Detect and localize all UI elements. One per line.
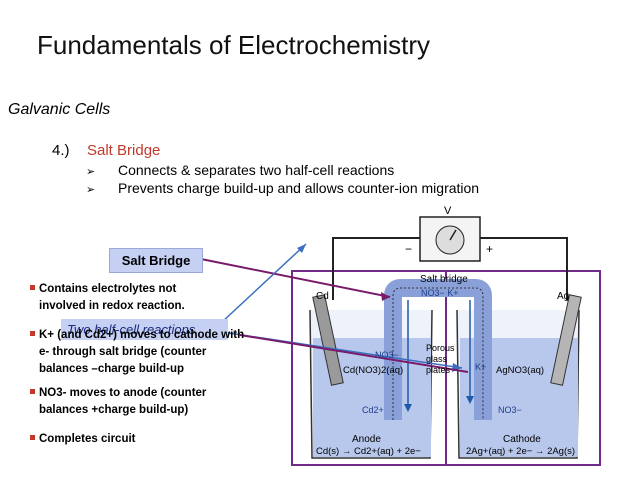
item-heading: Salt Bridge	[87, 142, 161, 159]
right-wire	[480, 237, 568, 300]
right-solution-label: AgNO3(aq)	[496, 365, 545, 376]
right-k-ion: K+	[475, 362, 487, 372]
slide-title: Fundamentals of Electrochemistry	[37, 30, 431, 60]
bullet-1: ➢ Connects & separates two half-cell reac…	[86, 162, 394, 178]
salt-bridge-diagram-label: Salt bridge	[420, 274, 468, 285]
square-bullet-icon	[30, 389, 35, 394]
salt-bridge-pointer	[200, 258, 391, 298]
k-pointer	[239, 334, 469, 373]
plus-terminal: +	[486, 242, 494, 256]
bullet-2: ➢ Prevents charge build-up and allows cou…	[86, 180, 479, 196]
k-arrowhead	[466, 396, 474, 404]
minus-terminal: −	[405, 242, 413, 256]
anode-reaction: Cd(s) → Cd2+(aq) + 2e−	[316, 446, 421, 457]
bullet-text: Prevents charge build-up and allows coun…	[118, 180, 480, 196]
note-completes-circuit: Completes circuit	[30, 431, 136, 448]
left-no3-ion: NO3−	[375, 350, 399, 360]
arrow-bullet-icon: ➢	[86, 184, 96, 196]
cd-label: Cd	[316, 291, 329, 302]
cd-electrode	[312, 294, 344, 386]
note-electrolytes: Contains electrolytes not involved in re…	[30, 281, 185, 315]
note-no3-migration: NO3- moves to anode (counter balances +c…	[30, 385, 206, 419]
cathode-label: Cathode	[503, 434, 541, 445]
item-number: 4.)	[52, 142, 70, 159]
left-wire	[332, 237, 420, 300]
voltmeter-label: V	[444, 205, 452, 217]
bullet-text: Connects & separates two half-cell react…	[118, 162, 395, 178]
ag-label: Ag	[557, 291, 570, 302]
ag-electrode	[550, 294, 582, 386]
cathode-reaction: 2Ag+(aq) + 2e− → 2Ag(s)	[466, 446, 576, 457]
voltmeter-needle	[449, 229, 457, 241]
salt-bridge-pointer-head	[381, 292, 390, 301]
section-subtitle: Galvanic Cells	[8, 101, 111, 118]
salt-bridge-outline	[392, 287, 484, 420]
arrow-bullet-icon: ➢	[86, 166, 96, 178]
note-k-migration: K+ (and Cd2+) moves to cathode with e- t…	[30, 327, 244, 378]
porous-label: Porous glass plates	[426, 343, 455, 375]
two-half-cell-callout: Two half-cell reactions	[61, 319, 228, 340]
square-bullet-icon	[30, 331, 35, 336]
anode-label: Anode	[352, 434, 381, 445]
square-bullet-icon	[30, 435, 35, 440]
left-solution-label: Cd(NO3)2(aq)	[343, 365, 404, 376]
square-bullet-icon	[30, 285, 35, 290]
left-cd-ion: Cd2+	[362, 405, 384, 415]
no3-arrowhead	[404, 404, 412, 412]
bridge-ions: NO3− K+	[421, 288, 459, 298]
salt-bridge-callout: Salt Bridge	[109, 248, 203, 273]
half-cell-pointer-left-head	[297, 244, 306, 253]
half-cell-pointer-left	[221, 243, 307, 323]
right-no3-ion: NO3−	[498, 405, 522, 415]
